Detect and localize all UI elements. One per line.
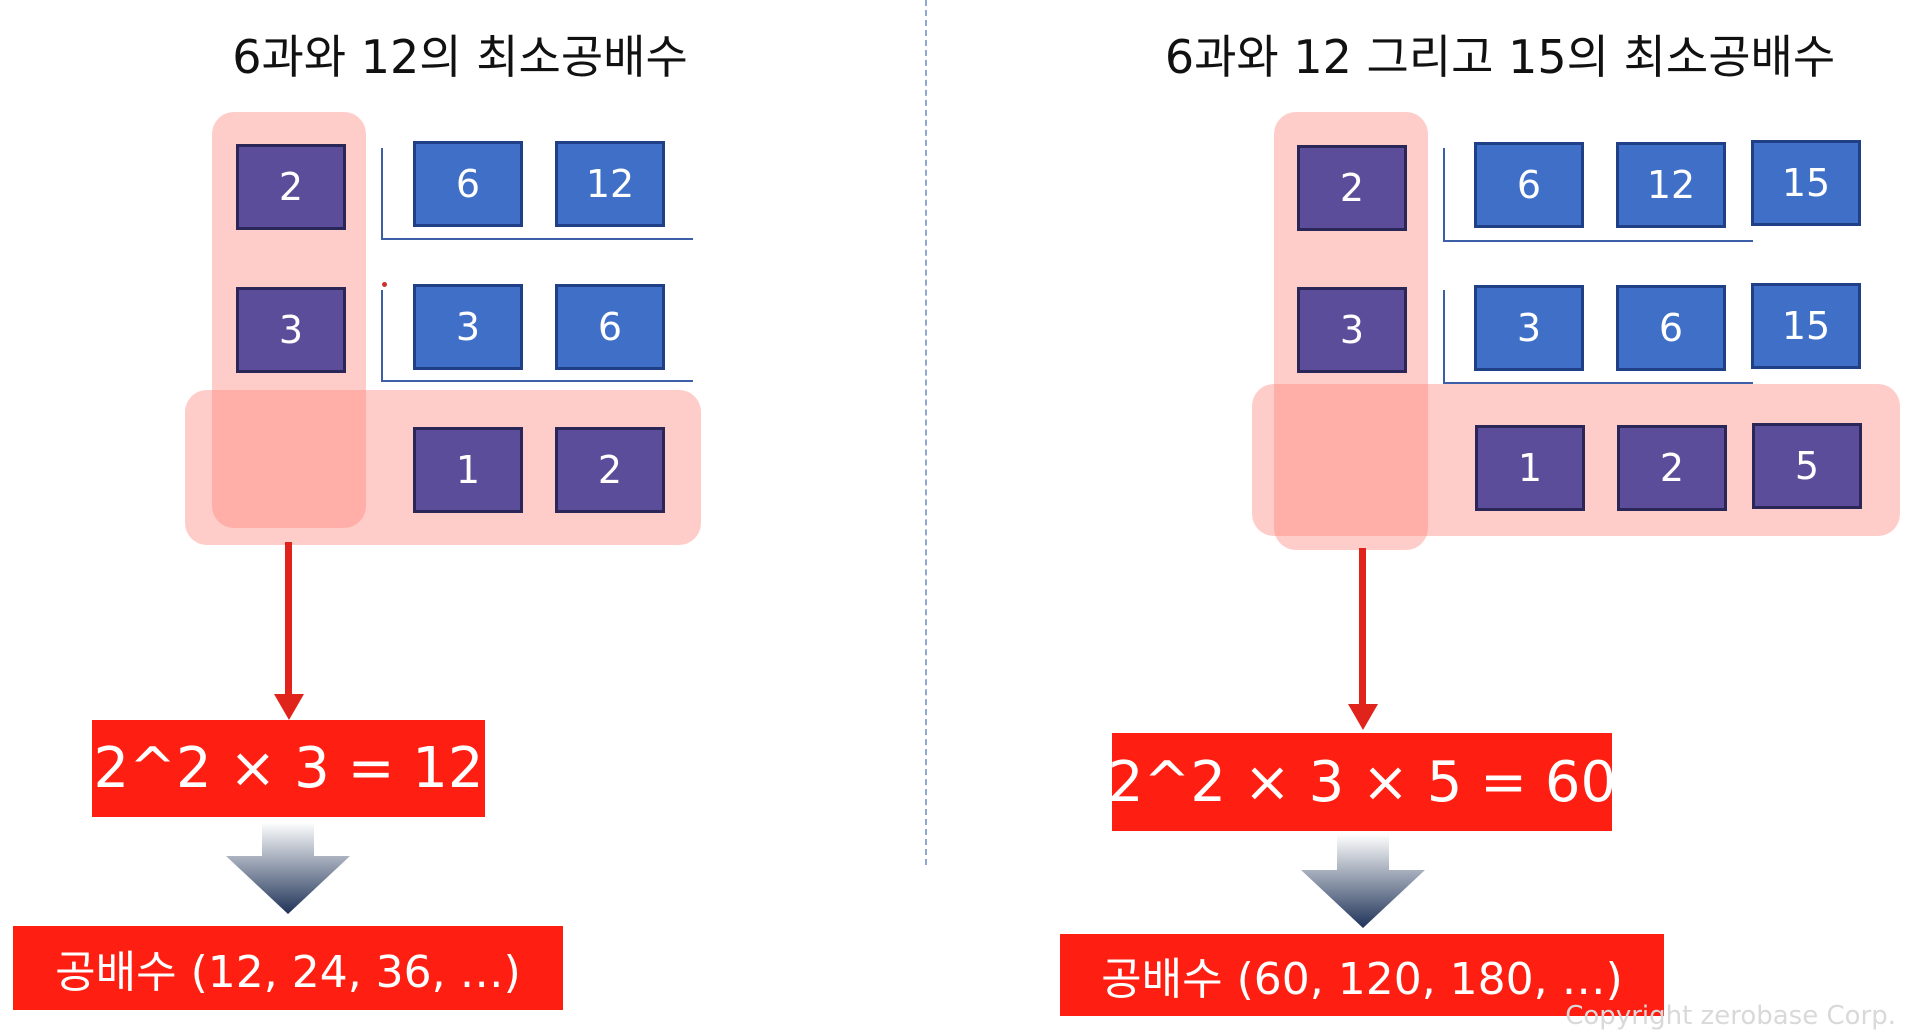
left-divisor-box: 3: [236, 287, 346, 373]
right-number-box: 6: [1474, 142, 1584, 228]
left-division-bar-horizontal-1: [381, 238, 693, 240]
left-number-box: 3: [413, 284, 523, 370]
right-number-box: 15: [1751, 283, 1861, 369]
right-multiples-box: 공배수 (60, 120, 180, …): [1060, 934, 1664, 1016]
right-number-box: 3: [1474, 285, 1584, 371]
right-division-bar-horizontal-2: [1443, 382, 1753, 384]
down-arrow-icon: [274, 694, 304, 720]
right-number-box: 12: [1616, 142, 1726, 228]
left-divisor-box: 2: [236, 144, 346, 230]
right-result-box: 2^2 × 3 × 5 = 60: [1108, 733, 1616, 831]
left-multiples-box: 공배수 (12, 24, 36, …): [13, 926, 563, 1010]
left-division-bar-vertical-1: [381, 148, 383, 240]
left-result-box: 2^2 × 3 = 12: [92, 720, 485, 817]
left-division-bar-horizontal-2: [381, 380, 693, 382]
right-number-box: 6: [1616, 285, 1726, 371]
left-marker-dot: [382, 282, 387, 287]
right-quotient-box: 2: [1617, 425, 1727, 511]
down-arrow-icon: [1348, 704, 1378, 730]
copyright-text: Copyright zerobase Corp.: [1565, 1001, 1896, 1031]
left-number-box: 6: [413, 141, 523, 227]
gray-down-arrow-icon: [1301, 834, 1425, 928]
right-division-bar-vertical-2: [1443, 290, 1445, 382]
panel-divider: [925, 0, 927, 865]
gray-down-arrow-icon: [226, 822, 350, 914]
right-panel-title: 6과와 12 그리고 15의 최소공배수: [1164, 30, 1836, 84]
right-quotient-box: 1: [1475, 425, 1585, 511]
left-quotient-box: 2: [555, 427, 665, 513]
left-down-arrow-line: [285, 542, 292, 698]
left-division-bar-vertical-2: [381, 290, 383, 382]
right-number-box: 15: [1751, 140, 1861, 226]
right-division-bar-vertical-1: [1443, 148, 1445, 240]
right-quotient-box: 5: [1752, 423, 1862, 509]
right-division-bar-horizontal-1: [1443, 240, 1753, 242]
left-quotient-box: 1: [413, 427, 523, 513]
left-panel-title: 6과와 12의 최소공배수: [232, 30, 688, 84]
left-number-box: 6: [555, 284, 665, 370]
right-down-arrow-line: [1359, 548, 1366, 708]
right-divisor-box: 2: [1297, 145, 1407, 231]
left-number-box: 12: [555, 141, 665, 227]
right-divisor-box: 3: [1297, 287, 1407, 373]
